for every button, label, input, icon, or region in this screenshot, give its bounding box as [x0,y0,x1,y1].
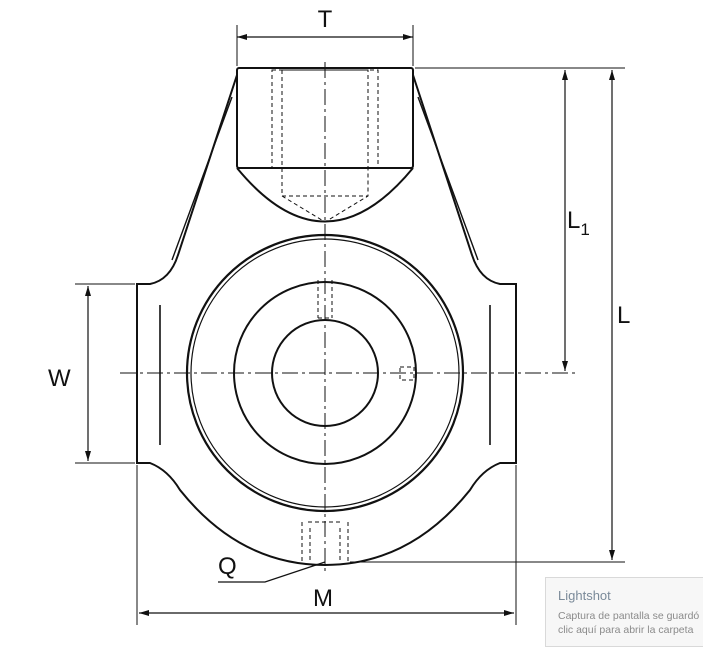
label-L1-sub: 1 [580,220,589,239]
label-M: M [313,585,333,612]
label-T: T [318,6,333,33]
label-L: L [617,302,630,329]
extension-lines [75,25,625,625]
notification-line-2: clic aquí para abrir la carpeta [558,624,694,636]
lightshot-notification[interactable]: Lightshot Captura de pantalla se guardó … [545,577,703,647]
left-wing-inner [171,96,233,261]
label-Q: Q [218,553,237,580]
label-L1-main: L [567,207,580,234]
right-wing-line [324,74,517,566]
right-wing-inner [417,96,479,261]
notification-line-1: Captura de pantalla se guardó [558,610,700,622]
leader-Q [218,561,326,583]
set-screw [399,366,415,381]
neck-hole-tip [281,168,369,223]
left-wing-line [136,74,326,566]
dimension-lines [85,34,615,616]
label-W: W [48,365,71,392]
notification-title: Lightshot [558,588,611,603]
center-lines [120,62,578,572]
housing-outline [136,67,517,566]
label-L1: L1 [567,207,590,239]
